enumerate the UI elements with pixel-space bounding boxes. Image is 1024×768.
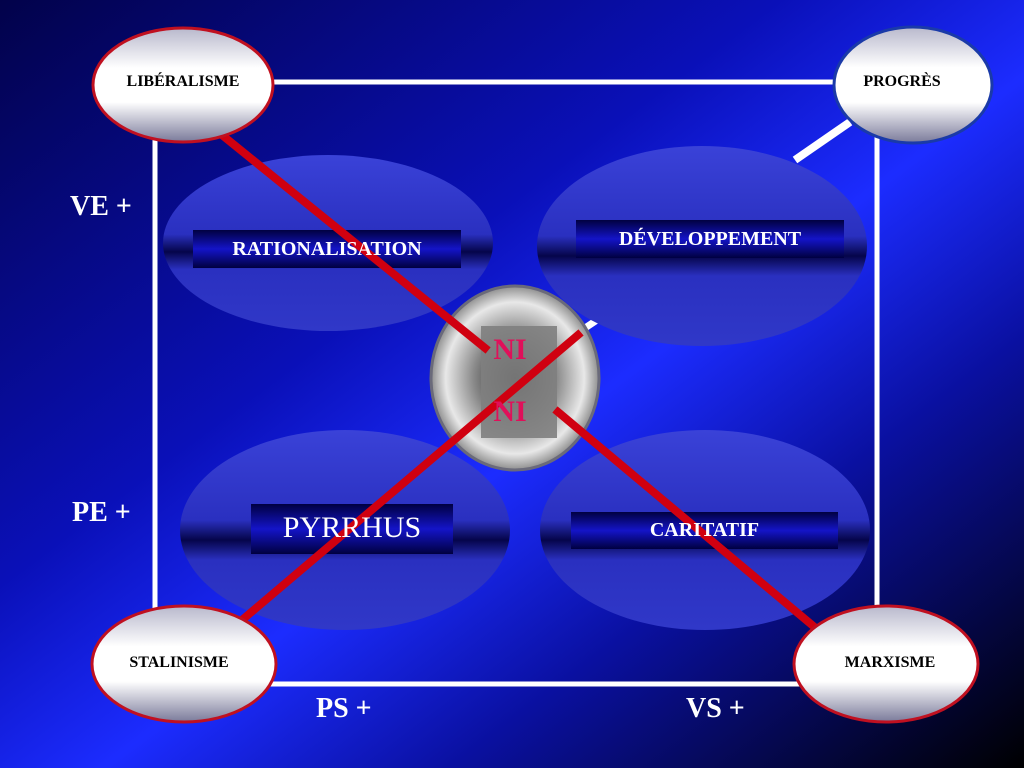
corner-oval-liberalisme (91, 26, 275, 144)
label-caritatif: CARITATIF (649, 519, 760, 541)
label-marxisme: MARXISME (844, 654, 936, 671)
axis-label-vs: VS + (686, 693, 745, 724)
label-stalinisme: STALINISME (129, 654, 229, 671)
axis-label-ve: VE + (70, 191, 132, 222)
axis-label-pe: PE + (72, 497, 131, 528)
label-developpement: DÉVELOPPEMENT (618, 228, 802, 250)
bar-rationalisation (193, 230, 461, 268)
label-rationalisation: RATIONALISATION (232, 238, 422, 260)
axis-label-ps: PS + (316, 693, 372, 724)
center-text-ni-top: NI (493, 333, 527, 366)
corner-oval-marxisme (792, 604, 980, 724)
center-text-ni-bottom: NI (493, 395, 527, 428)
cross-line-stalinisme-to-center (236, 329, 584, 626)
label-progres: PROGRÈS (863, 73, 941, 90)
frame (152, 79, 880, 687)
label-liberalisme: LIBÉRALISME (126, 73, 240, 90)
cross-line-liberalisme-to-center (216, 129, 491, 354)
corner-oval-stalinisme (90, 604, 278, 724)
corner-oval-progres (832, 25, 994, 145)
cross-line-center-to-marxisme (552, 406, 824, 636)
label-pyrrhus: PYRRHUS (282, 511, 422, 544)
frame-diagonal-line (792, 118, 853, 164)
bar-developpement (576, 220, 844, 258)
cross-lines (216, 129, 824, 636)
